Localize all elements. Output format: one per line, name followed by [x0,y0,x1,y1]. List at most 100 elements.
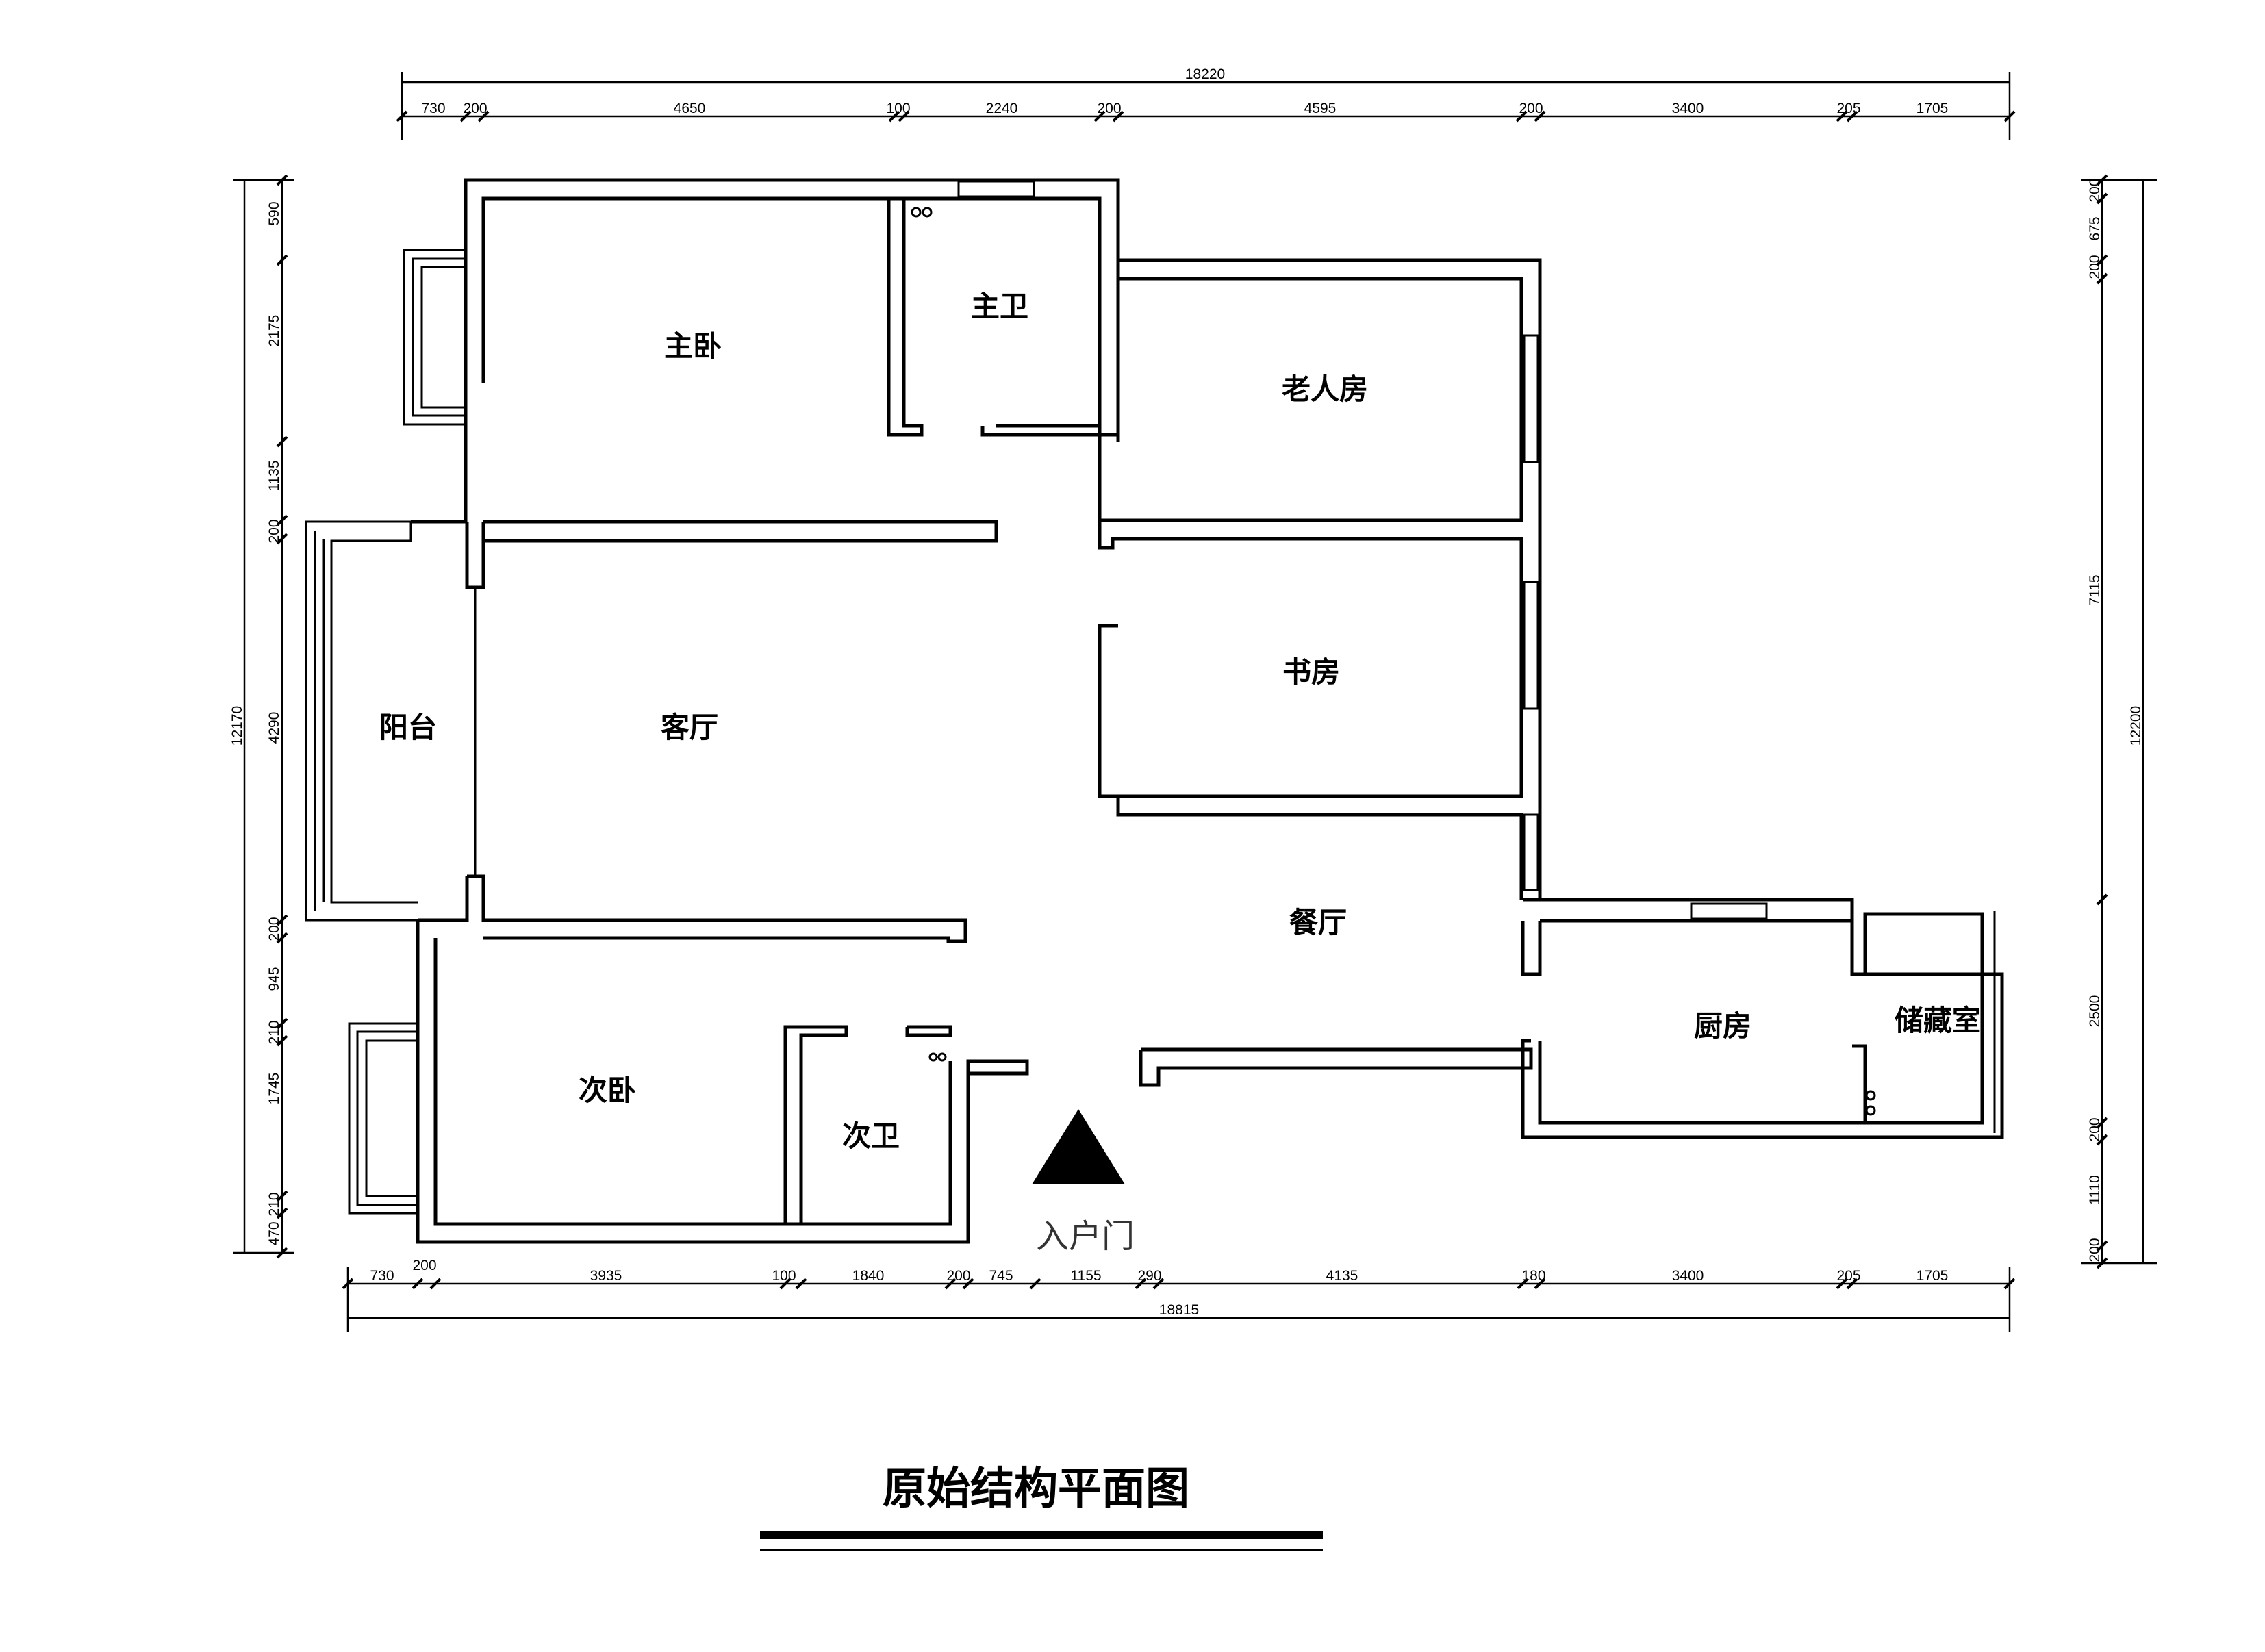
dim-left-10: 470 [266,1221,282,1245]
dim-left-0: 590 [266,201,282,225]
drawing-title: 原始结构平面图 [883,1464,1189,1514]
dim-left-3: 200 [266,519,282,543]
dimension-tick [276,514,288,526]
room-label-dining-room: 餐厅 [1289,906,1347,939]
dim-bottom-6: 745 [989,1268,1013,1284]
dim-top-0: 730 [421,101,445,116]
dimension-tick [1112,110,1124,123]
dimension-tick [779,1278,792,1290]
dim-right-5: 200 [2087,1117,2103,1141]
dim-left-4: 4290 [266,712,282,744]
dim-right-total: 12200 [2128,706,2144,746]
dimension-tick [276,914,288,926]
dim-right-0: 200 [2087,178,2103,202]
dim-bottom-13: 1705 [1916,1268,1949,1284]
dim-top-10: 1705 [1916,101,1949,116]
dimension-tick [276,533,288,545]
dimension-lines [233,72,2157,1332]
entrance-label: 入户门 [1036,1217,1135,1256]
dim-top-7: 200 [1519,101,1543,116]
dimension-tick [276,932,288,944]
dim-top-4: 2240 [986,101,1018,116]
dimension-tick [1515,110,1528,123]
dimension-tick [276,1034,288,1047]
dimension-tick [276,254,288,266]
dimension-tick [1029,1278,1041,1290]
dim-left-8: 1745 [266,1073,282,1105]
dim-bottom-5: 200 [946,1268,970,1284]
dimension-tick [477,110,490,123]
dimension-labels: 18220 730 200 4650 100 2240 200 4595 200… [229,66,2144,1318]
dimension-tick [412,1278,424,1290]
dimension-tick [962,1278,974,1290]
dim-left-7: 210 [266,1020,282,1044]
dim-top-5: 200 [1097,101,1121,116]
dimension-tick [944,1278,957,1290]
dim-top-8: 3400 [1672,101,1704,116]
dim-left-1: 2175 [266,315,282,347]
dim-right-2: 200 [2087,255,2103,279]
dimension-tick [2096,254,2108,266]
dimension-ticks [276,110,2108,1290]
dimension-tick [2096,272,2108,285]
dim-left-2: 1135 [266,460,282,491]
dim-right-7: 200 [2087,1238,2103,1262]
dimension-tick [2096,1257,2108,1269]
dimension-tick [276,1247,288,1259]
title-underline-thin [760,1549,1323,1551]
dimension-tick [396,110,408,123]
dim-right-6: 1110 [2087,1175,2103,1205]
dimension-tick [276,174,288,186]
dimension-tick [1836,110,1848,123]
dimension-tick [2096,192,2108,205]
dim-left-6: 945 [266,967,282,991]
dim-right-3: 7115 [2087,574,2103,605]
room-label-second-bedroom: 次卧 [579,1073,636,1107]
dimension-tick [1836,1278,1848,1290]
room-label-kitchen: 厨房 [1694,1009,1751,1043]
dimension-tick [1846,1278,1858,1290]
dimension-tick [2096,1240,2108,1252]
dim-bottom-0: 730 [370,1268,394,1284]
dimension-tick [2096,1117,2108,1129]
title-underline-thick [760,1531,1323,1539]
dim-right-1: 675 [2087,216,2103,240]
dimension-tick [795,1278,807,1290]
dimension-tick [1093,110,1106,123]
dimension-tick [1534,110,1546,123]
room-labels: 主卧 主卫 老人房 阳台 客厅 书房 餐厅 次卧 次卫 厨房 储藏室 [379,290,1981,1153]
dim-top-9: 205 [1836,101,1860,116]
dim-top-1: 200 [463,101,487,116]
room-label-study: 书房 [1282,655,1340,689]
dim-top-2: 4650 [674,101,706,116]
room-label-living-room: 客厅 [661,711,718,744]
dimension-tick [276,1190,288,1202]
dim-bottom-7: 1155 [1070,1268,1101,1284]
dimension-tick [276,435,288,448]
dim-bottom-12: 205 [1836,1268,1860,1284]
dim-top-total: 18220 [1185,66,1225,82]
dim-bottom-8: 290 [1137,1268,1161,1284]
dimension-tick [2096,1134,2108,1146]
dimension-tick [888,110,900,123]
dim-bottom-2: 3935 [590,1268,622,1284]
dimension-tick [898,110,910,123]
dim-bottom-10: 180 [1521,1268,1545,1284]
dimension-tick [342,1278,354,1290]
dim-bottom-1: 200 [412,1258,436,1273]
room-label-elder-room: 老人房 [1282,372,1368,406]
dim-top-3: 100 [886,101,910,116]
dimension-tick [2096,174,2108,186]
dim-top-6: 4595 [1304,101,1337,116]
dimension-tick [1517,1278,1529,1290]
dimension-tick [2003,110,2016,123]
dimension-tick [1135,1278,1147,1290]
room-label-master-bedroom: 主卧 [664,329,722,363]
dimension-tick [2096,893,2108,906]
dimension-tick [1534,1278,1546,1290]
room-label-master-bath: 主卫 [971,290,1028,323]
dim-left-5: 200 [266,917,282,941]
dim-bottom-total: 18815 [1159,1302,1199,1318]
dimension-tick [1846,110,1858,123]
